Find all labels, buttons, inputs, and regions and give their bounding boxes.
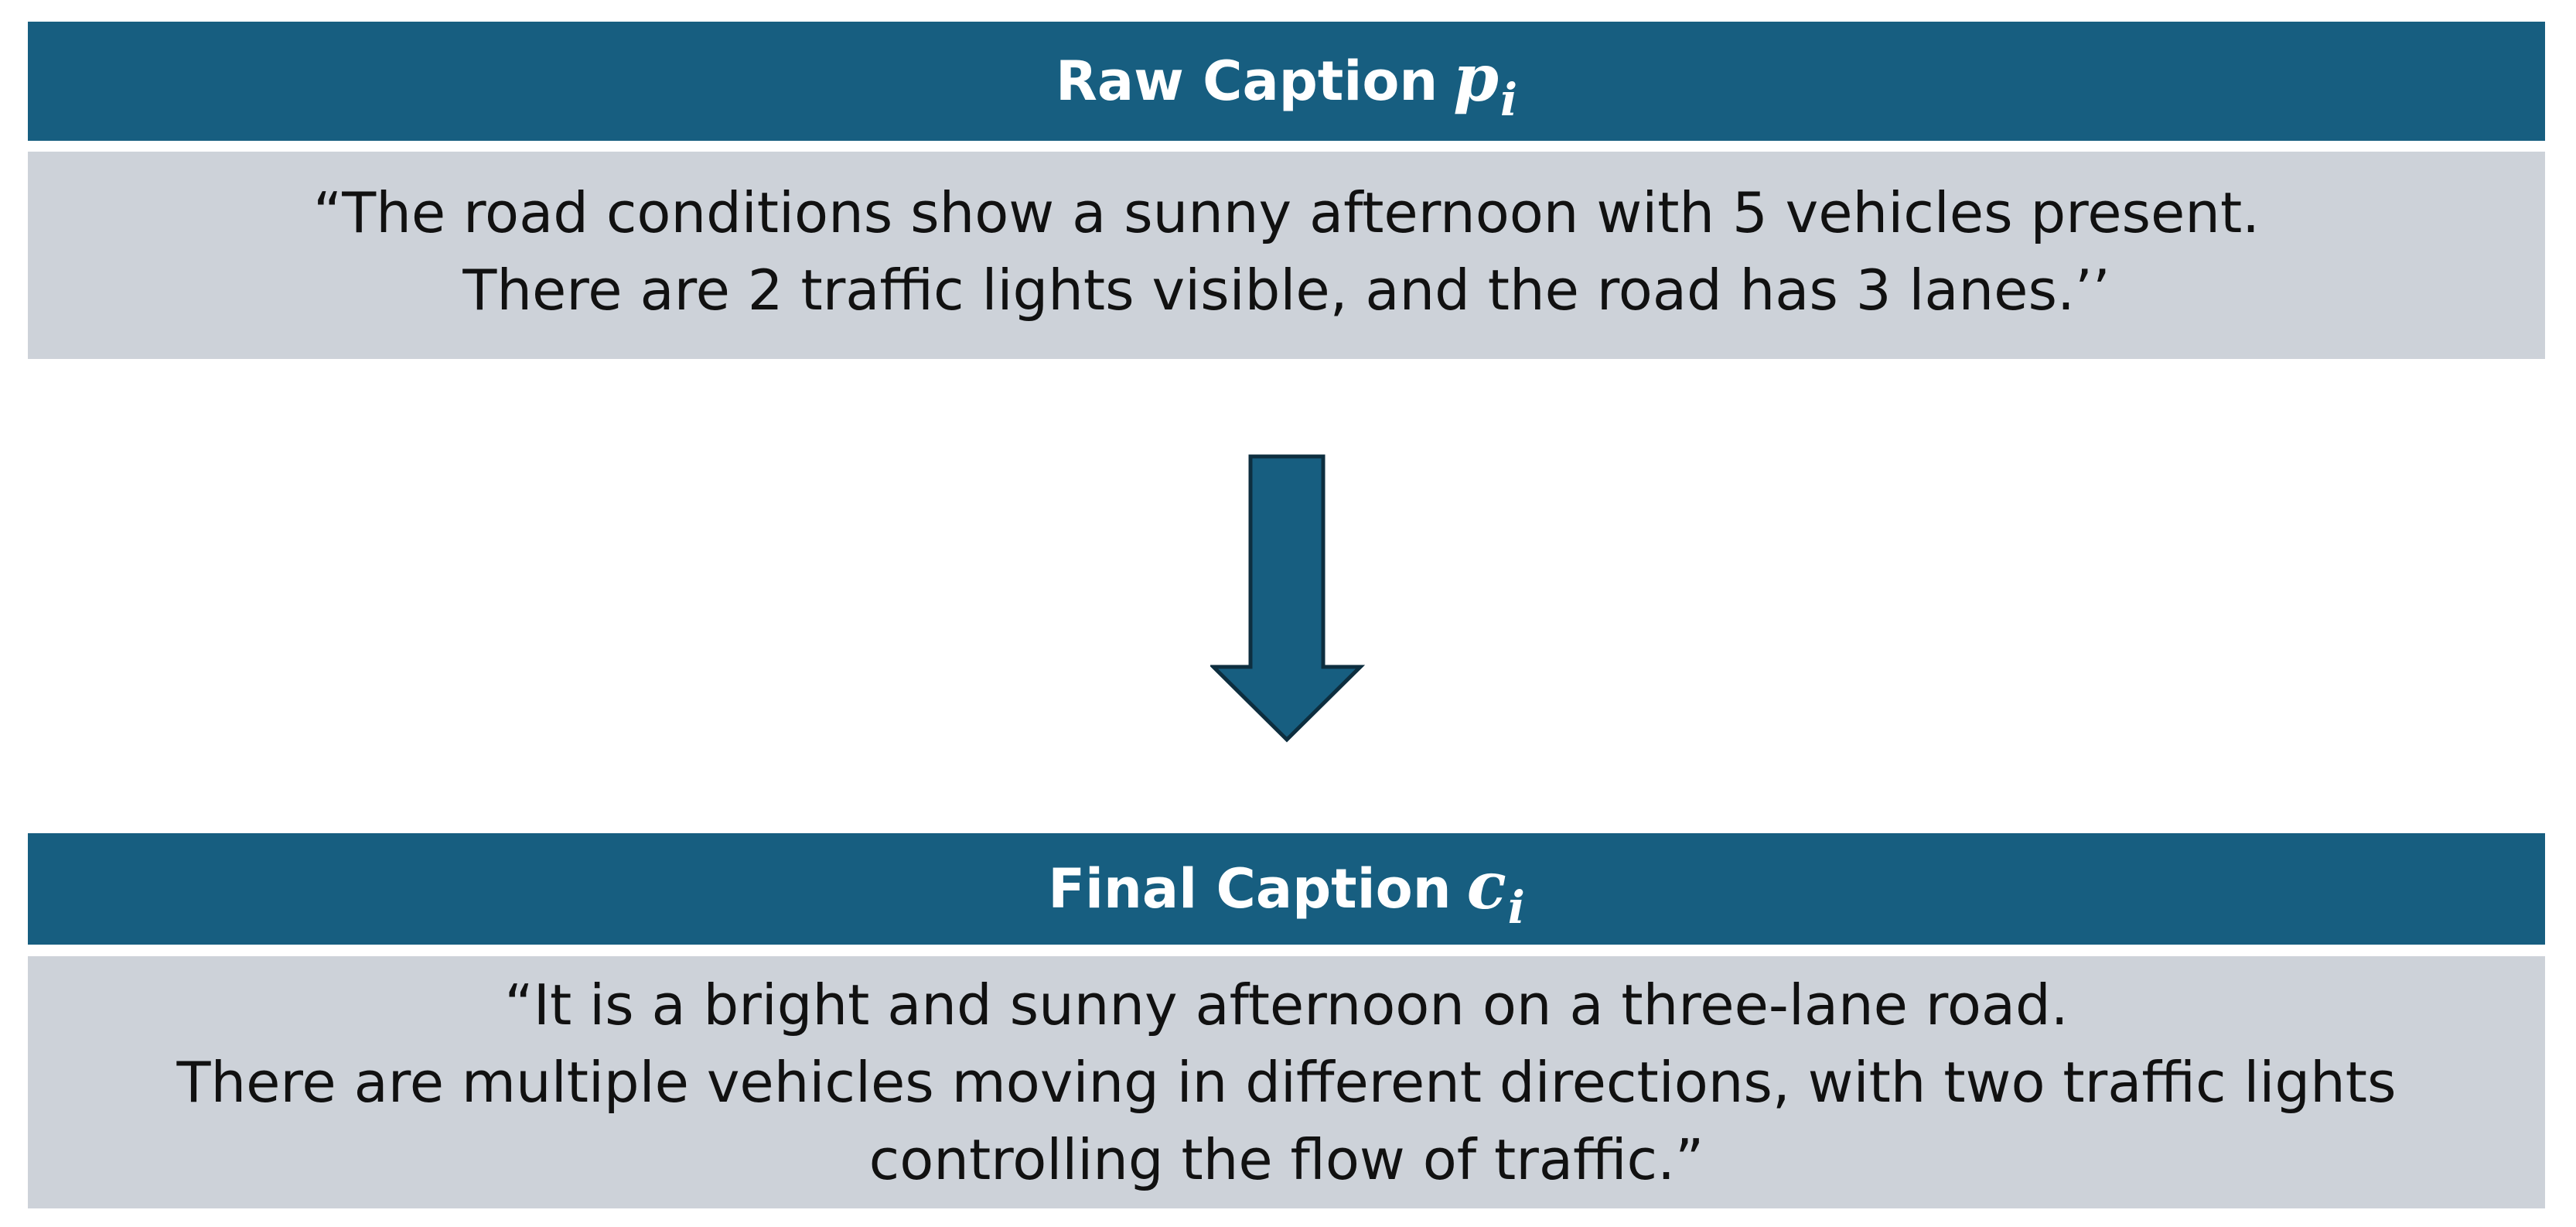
raw-caption-var: p [1453,39,1499,117]
final-caption-header: Final Caption ci [28,833,2545,945]
final-caption-title: Final Caption [1048,857,1452,921]
final-caption-var: c [1466,847,1506,925]
final-caption-line-1: “It is a bright and sunny afternoon on a… [504,972,2069,1037]
raw-caption-symbol: pi [1453,39,1517,126]
raw-caption-subscript: i [1500,73,1518,126]
final-caption-body: “It is a bright and sunny afternoon on a… [28,956,2545,1208]
raw-caption-body: “The road conditions show a sunny aftern… [28,152,2545,359]
final-caption-line-2: There are multiple vehicles moving in di… [176,1050,2397,1115]
final-caption-symbol: ci [1467,847,1525,934]
raw-caption-line-2: There are 2 traffic lights visible, and … [462,258,2110,323]
down-arrow-shape [1210,454,1365,743]
raw-caption-line-1: “The road conditions show a sunny aftern… [312,180,2260,245]
down-arrow-icon [1210,454,1365,743]
final-caption-subscript: i [1507,880,1525,934]
raw-caption-title: Raw Caption [1055,50,1438,113]
final-caption-line-3: controlling the flow of traffic.” [868,1127,1704,1192]
raw-caption-header: Raw Caption pi [28,22,2545,141]
